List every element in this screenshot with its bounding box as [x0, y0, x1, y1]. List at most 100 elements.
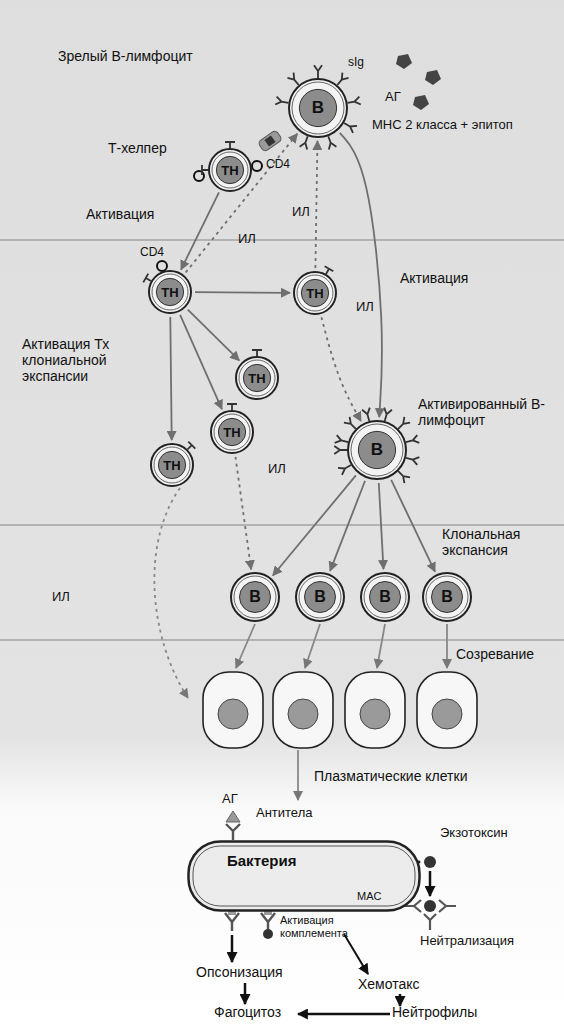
node-text-holder: TH	[148, 270, 192, 314]
diagram-label: Активация	[86, 206, 154, 222]
diagram-label: Активация комплемента	[280, 914, 360, 939]
cell-membrane-inner	[351, 424, 403, 476]
cell-membrane	[348, 421, 406, 479]
activation-arrow	[195, 291, 290, 293]
cell-membrane	[294, 272, 336, 314]
epitope-symbol	[264, 135, 275, 146]
cell-membrane-inner	[297, 275, 333, 311]
cell-nucleus	[305, 582, 336, 613]
diagram-label: ИЛ	[238, 232, 256, 247]
maturation-arrow	[377, 624, 385, 668]
antibody-release-arrow	[297, 750, 299, 800]
diagram-label: Плазматические клетки	[314, 768, 467, 784]
activation-arrow	[273, 475, 356, 575]
diagram-label: Т-хелпер	[108, 140, 167, 156]
b-lymphocyte-cell: B	[288, 78, 348, 138]
b-cell-clone: B	[295, 572, 345, 622]
interleukin-arrow	[321, 317, 361, 421]
diagram-label: CD4	[140, 246, 164, 260]
receptor-symbol	[338, 465, 351, 475]
receptor-symbol	[384, 408, 392, 421]
complement-dot	[263, 929, 273, 939]
cell-membrane	[149, 271, 191, 313]
diagram-label: Экзотоксин	[440, 826, 508, 841]
cell-membrane	[289, 79, 347, 137]
receptor-symbol	[398, 471, 410, 483]
cell-nucleus	[432, 582, 463, 613]
cell-membrane	[231, 573, 279, 621]
receptor-symbol	[275, 97, 288, 105]
opsonization-arrow	[231, 935, 234, 962]
plasma-cell-nucleus	[218, 699, 248, 729]
activation-arrow	[391, 480, 435, 572]
cell-membrane-inner	[234, 576, 276, 618]
tcr-symbol	[227, 404, 237, 410]
node-text-holder: TH	[293, 271, 337, 315]
bacterium-cell: Бактерия	[187, 840, 421, 912]
band-line	[0, 639, 564, 641]
receptor-symbol	[362, 408, 370, 421]
node-text-holder: B	[422, 572, 472, 622]
activation-arrow	[340, 133, 382, 417]
t-helper-cell: TH	[293, 271, 337, 315]
t-helper-cell: TH	[148, 270, 192, 314]
diagram-label: Активация Тх клониальной экспансии	[22, 336, 132, 384]
cell-membrane	[361, 573, 409, 621]
bacterium-membrane	[193, 846, 415, 906]
cd4-symbol	[252, 161, 262, 171]
plasma-cell-nucleus	[360, 699, 390, 729]
bacterium-label: Бактерия	[227, 852, 296, 869]
cell-nucleus	[358, 431, 395, 468]
exotoxin-dot	[424, 856, 436, 868]
diagram-label: MAC	[357, 890, 381, 903]
cell-label: B	[379, 588, 391, 606]
cell-label: B	[314, 588, 326, 606]
diagram-label: Антитела	[256, 806, 313, 821]
receptor-symbol	[314, 65, 322, 78]
maturation-arrow	[305, 624, 320, 668]
activation-arrow	[180, 315, 222, 409]
b-cell-clone: B	[230, 572, 280, 622]
activation-arrow	[330, 481, 365, 571]
antibody-symbol	[225, 913, 239, 931]
cell-membrane-inner	[154, 447, 190, 483]
phagocytosis-arrow	[298, 1013, 390, 1016]
band-line	[0, 239, 564, 241]
cell-membrane-inner	[299, 576, 341, 618]
cell-label: B	[441, 588, 453, 606]
cell-label: TH	[163, 458, 180, 473]
t-helper-cell: TH	[235, 356, 279, 400]
phagocytosis-arrow	[244, 983, 247, 1004]
antibody-symbol	[226, 824, 240, 840]
diagram-label: Фагоцитоз	[214, 1004, 281, 1020]
cell-label: TH	[248, 371, 265, 386]
exotoxin-dot	[424, 900, 436, 912]
receptor-symbol	[337, 73, 348, 85]
antigen-symbol	[413, 95, 429, 110]
receptor-symbol	[328, 136, 336, 149]
receptor-symbol	[344, 417, 356, 429]
diagram-label: CD4	[266, 158, 290, 172]
cell-nucleus	[243, 364, 270, 391]
cell-membrane-inner	[364, 576, 406, 618]
diagram-label: Нейтрофилы	[392, 1004, 477, 1020]
cell-label: TH	[306, 286, 323, 301]
node-text-holder: B	[360, 572, 410, 622]
b-cell-clone: B	[360, 572, 410, 622]
diagram-label: ИЛ	[292, 205, 310, 220]
diagram-label: ИЛ	[52, 590, 70, 605]
cell-label: B	[312, 98, 324, 118]
cell-nucleus	[156, 278, 183, 305]
tcr-symbol	[252, 350, 262, 356]
cell-membrane	[209, 149, 251, 191]
plasma-cell-nucleus	[432, 699, 462, 729]
plasma-cell	[273, 672, 333, 748]
node-text-holder: B	[295, 572, 345, 622]
antigen-symbol	[226, 811, 240, 822]
cell-membrane	[211, 411, 253, 453]
receptor-symbol	[406, 435, 419, 443]
maturation-arrow	[236, 624, 255, 668]
diagram-label: МНС 2 класса + эпитоп	[372, 118, 513, 133]
activation-arrow	[379, 483, 384, 569]
